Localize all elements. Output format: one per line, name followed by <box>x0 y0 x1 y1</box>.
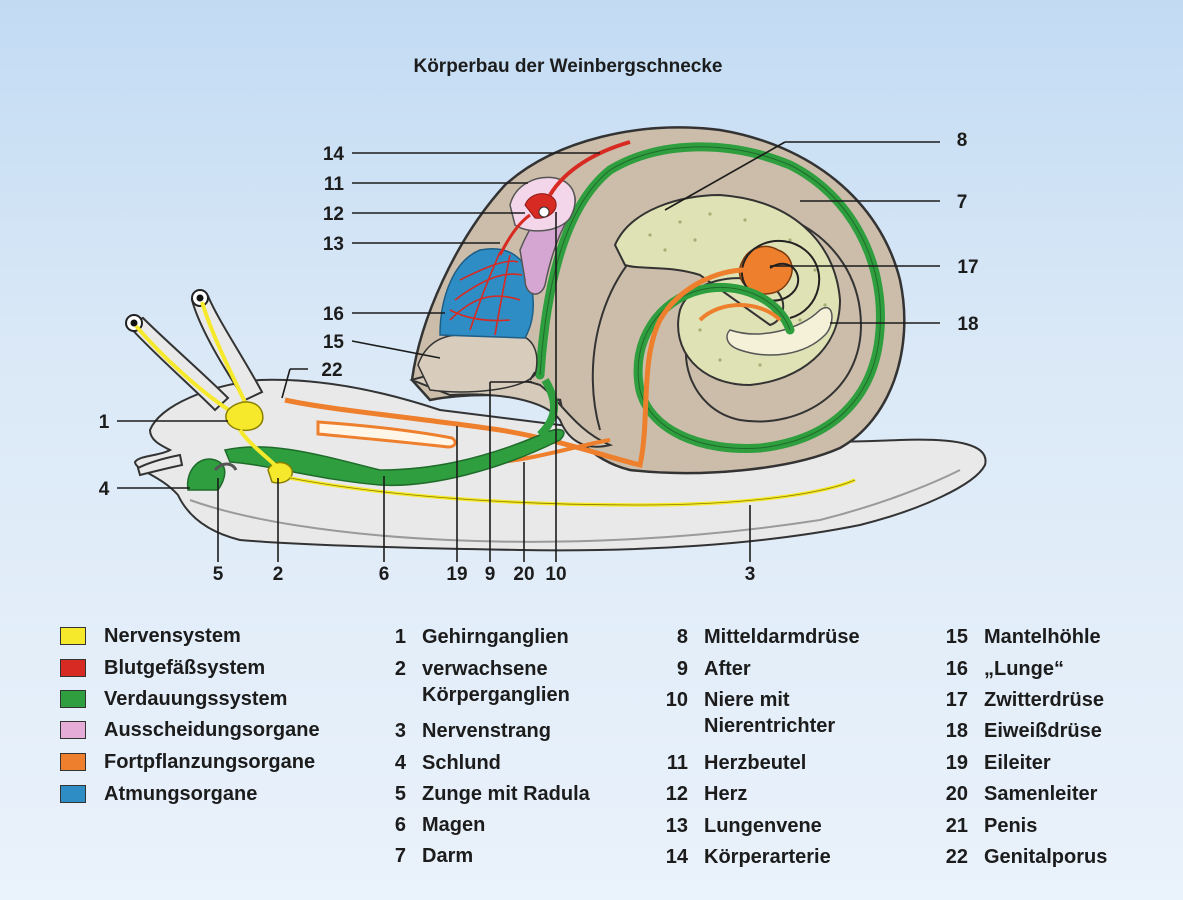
kidney-funnel <box>538 206 550 218</box>
diagram-label-6: 6 <box>379 564 390 585</box>
diagram-label-2: 2 <box>273 564 284 585</box>
oviduct <box>284 267 746 469</box>
legend-label: Nervensystem <box>104 625 241 647</box>
gland-texture <box>648 212 827 367</box>
small-tentacle <box>136 453 184 477</box>
diagram-label-1: 1 <box>99 412 110 433</box>
key-item-16: 16„Lunge“ <box>945 658 1064 680</box>
diagram-title: Körperbau der Weinbergschnecke <box>413 56 722 77</box>
diagram-label-9: 9 <box>485 564 496 585</box>
foot-sole <box>189 469 961 543</box>
penis <box>316 420 457 449</box>
diagram-label-13: 13 <box>323 234 344 255</box>
legend-swatch <box>60 690 86 708</box>
key-item-2-line2: Körperganglien <box>422 684 570 706</box>
diagram-label-5: 5 <box>213 564 224 585</box>
legend-swatch <box>60 785 86 803</box>
diagram-label-20: 20 <box>513 564 534 585</box>
legend-label: Blutgefäßsystem <box>104 657 266 679</box>
legend-swatch <box>60 659 86 677</box>
anus <box>529 371 536 381</box>
body-artery <box>548 140 631 197</box>
diagram-label-10: 10 <box>545 564 566 585</box>
diagram-label-19: 19 <box>446 564 467 585</box>
diagram-label-17: 17 <box>957 257 978 278</box>
diagram-label-15: 15 <box>323 332 345 353</box>
key-item-10-line2: Nierentrichter <box>704 715 836 737</box>
diagram-label-11: 11 <box>324 174 345 195</box>
diagram-label-14: 14 <box>323 144 345 165</box>
snail-anatomy-diagram: Körperbau der Weinbergschnecke <box>99 56 987 585</box>
legend-swatch <box>60 721 86 739</box>
legend-label: Fortpflanzungsorgane <box>104 751 316 773</box>
legend-label: Verdauungssystem <box>104 688 288 710</box>
legend-label: Ausscheidungsorgane <box>104 719 320 741</box>
diagram-label-12: 12 <box>323 204 344 225</box>
diagram-label-4: 4 <box>99 479 110 500</box>
pulmonary-vein <box>498 213 531 256</box>
diagram-label-18: 18 <box>957 314 978 335</box>
legend-swatch <box>60 753 86 771</box>
snail-foot <box>133 378 987 552</box>
diagram-label-8: 8 <box>957 130 968 151</box>
genital-duct-loop <box>698 303 782 322</box>
diagram-label-3: 3 <box>745 564 756 585</box>
leader-lines <box>117 141 940 562</box>
legend-swatch <box>60 627 86 645</box>
mantle-cavity <box>417 334 538 393</box>
cerebral-ganglia <box>225 401 264 432</box>
diagram-label-16: 16 <box>323 304 344 325</box>
stomach <box>223 428 565 487</box>
legend-label: Atmungsorgane <box>104 783 258 805</box>
radula <box>213 462 238 472</box>
lung-vessels <box>449 251 523 336</box>
diagram-label-22: 22 <box>321 360 342 381</box>
pedal-ganglia <box>267 461 293 484</box>
pharynx <box>186 458 226 491</box>
diagram-label-7: 7 <box>957 192 968 213</box>
hermaphrodite-gland <box>738 245 793 295</box>
